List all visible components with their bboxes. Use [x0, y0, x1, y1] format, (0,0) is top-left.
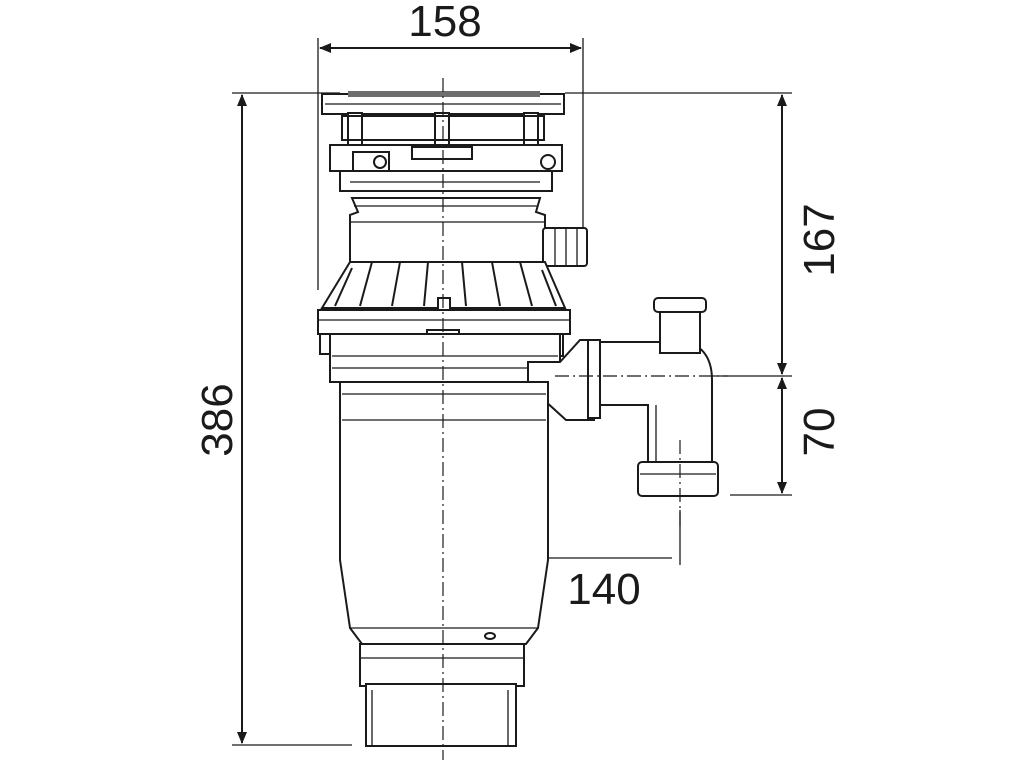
dim-label-167: 167 — [795, 203, 844, 276]
dim-label-158: 158 — [408, 0, 481, 46]
disposer-body — [317, 91, 719, 747]
dim-label-140: 140 — [567, 565, 640, 614]
dimension-outlet-offset: 140 — [450, 510, 681, 614]
dim-label-386: 386 — [193, 383, 242, 456]
dimension-upper-height: 167 — [565, 92, 844, 377]
center-lines — [442, 78, 728, 760]
dimension-outlet-height: 70 — [730, 377, 844, 496]
dimension-top-width: 158 — [317, 0, 584, 290]
dimension-total-height: 386 — [193, 92, 352, 746]
dim-label-70: 70 — [795, 408, 844, 457]
